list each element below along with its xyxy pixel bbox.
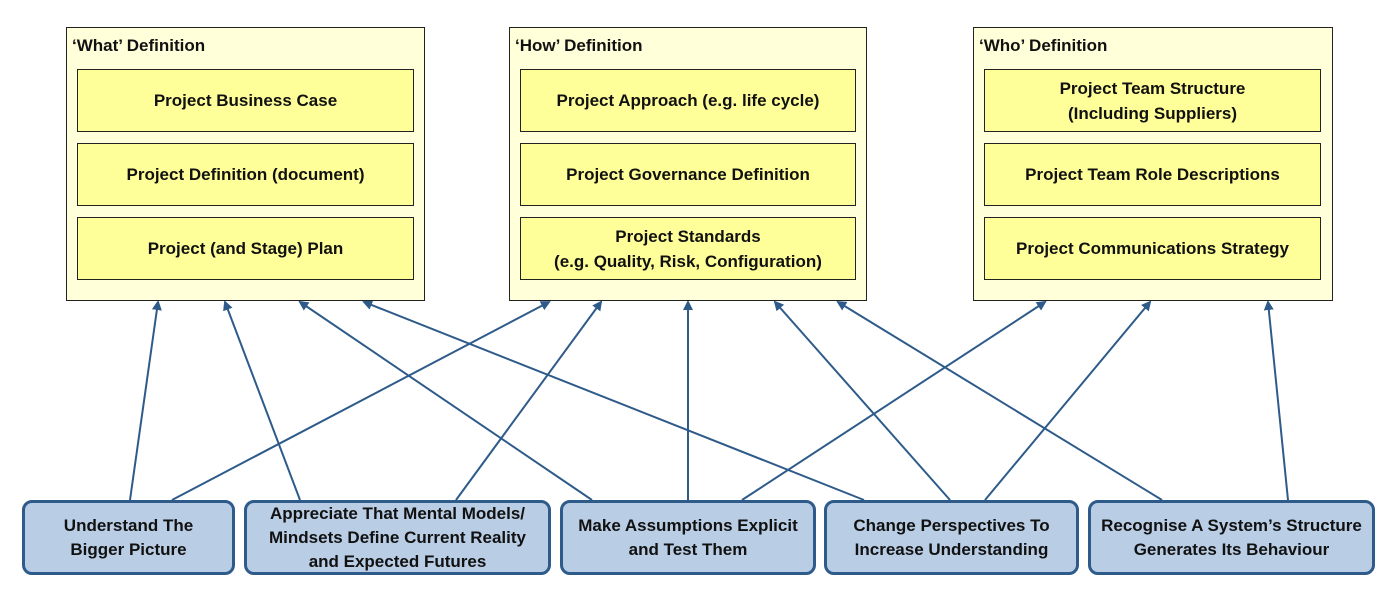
arrow-11 xyxy=(836,300,1163,501)
item-project-team-roles: Project Team Role Descriptions xyxy=(984,143,1321,206)
what-definition-group: ‘What’ Definition Project Business Case … xyxy=(66,27,425,301)
arrow-1 xyxy=(129,300,162,501)
item-project-communications: Project Communications Strategy xyxy=(984,217,1321,280)
principle-bigger-picture: Understand The Bigger Picture xyxy=(22,500,235,575)
arrow-12 xyxy=(1263,300,1289,501)
principle-perspectives: Change Perspectives To Increase Understa… xyxy=(824,500,1079,575)
arrow-9 xyxy=(773,300,951,501)
group-title: ‘What’ Definition xyxy=(72,36,206,55)
arrow-7 xyxy=(741,300,1047,501)
item-project-definition: Project Definition (document) xyxy=(77,143,414,206)
arrow-3 xyxy=(223,300,301,501)
principle-assumptions: Make Assumptions Explicit and Test Them xyxy=(560,500,816,575)
item-project-team-structure: Project Team Structure (Including Suppli… xyxy=(984,69,1321,132)
arrow-10 xyxy=(984,300,1152,501)
item-project-governance: Project Governance Definition xyxy=(520,143,856,206)
arrow-8 xyxy=(362,300,865,501)
item-project-business-case: Project Business Case xyxy=(77,69,414,132)
group-title: ‘Who’ Definition xyxy=(979,36,1108,55)
arrow-2 xyxy=(171,301,551,501)
principle-mental-models: Appreciate That Mental Models/ Mindsets … xyxy=(244,500,551,575)
item-project-stage-plan: Project (and Stage) Plan xyxy=(77,217,414,280)
arrow-5 xyxy=(298,300,593,501)
how-definition-group: ‘How’ Definition Project Approach (e.g. … xyxy=(509,27,867,301)
item-project-standards: Project Standards (e.g. Quality, Risk, C… xyxy=(520,217,856,280)
principle-system-structure: Recognise A System’s Structure Generates… xyxy=(1088,500,1375,575)
item-project-approach: Project Approach (e.g. life cycle) xyxy=(520,69,856,132)
arrow-4 xyxy=(455,300,603,501)
who-definition-group: ‘Who’ Definition Project Team Structure … xyxy=(973,27,1333,301)
group-title: ‘How’ Definition xyxy=(515,36,643,55)
